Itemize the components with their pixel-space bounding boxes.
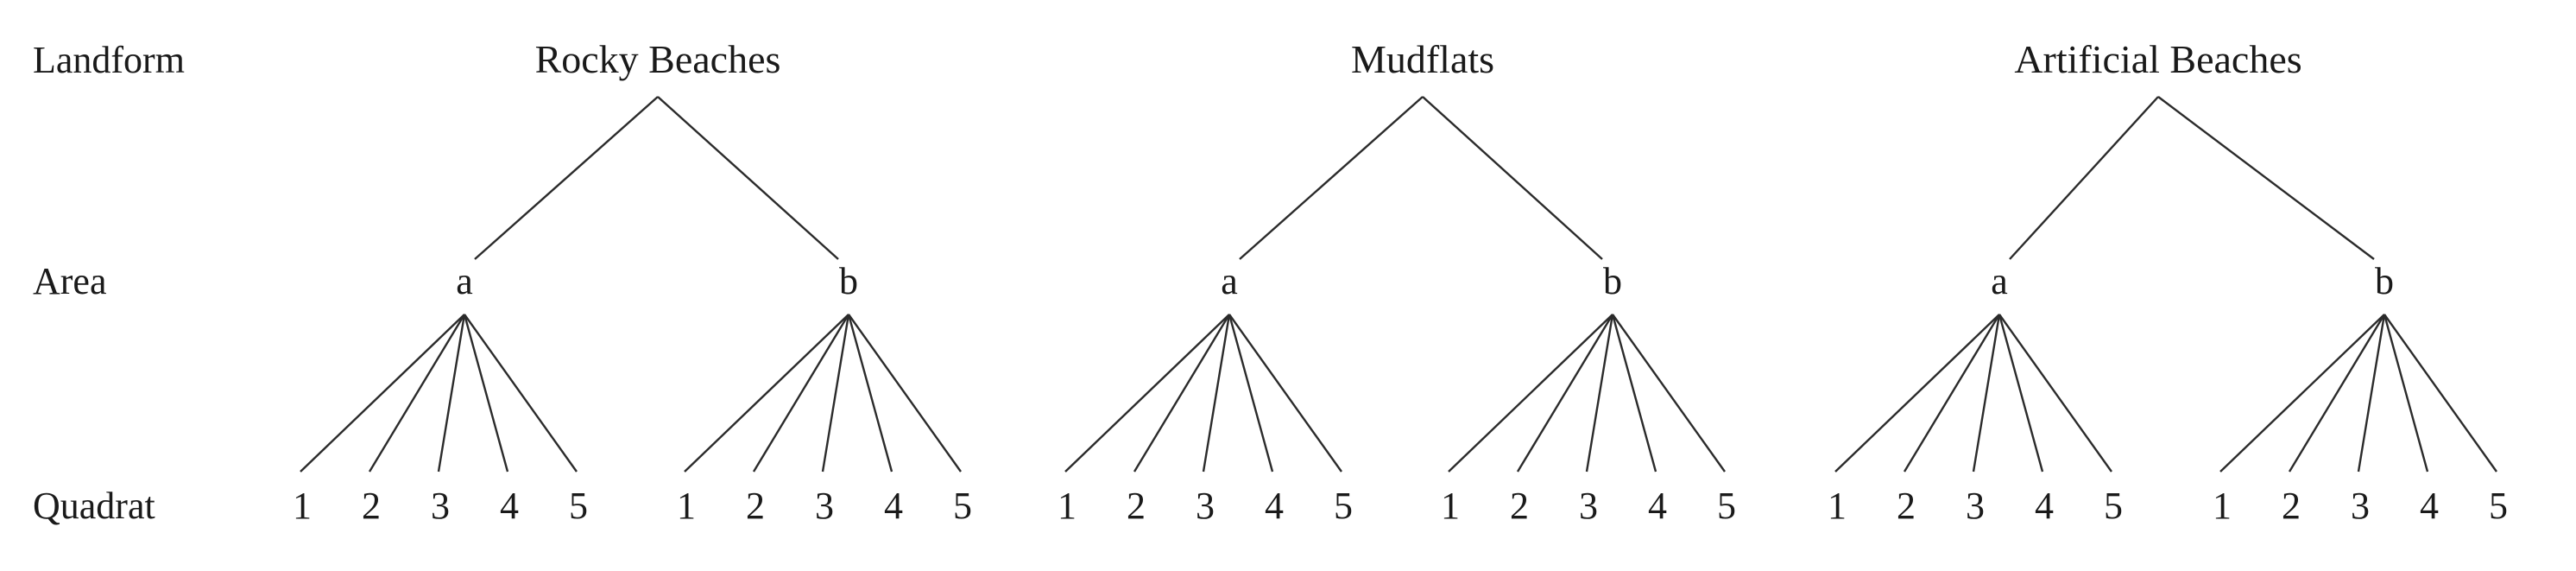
- landform-area-edge: [2157, 96, 2375, 260]
- quadrat-label: 1: [1441, 485, 1460, 527]
- quadrat-label: 5: [569, 485, 588, 527]
- area-quadrat-edge: [1903, 314, 2001, 473]
- landform-tree: Artificial Beaches a 1 2 3 4 5 b 1 2 3 4 5: [1828, 37, 2508, 527]
- area-quadrat-edge: [1133, 314, 1231, 473]
- area-quadrat-edge: [2383, 314, 2429, 473]
- quadrat-label: 5: [1717, 485, 1736, 527]
- area-quadrat-edge: [437, 314, 466, 473]
- row-label-quadrat: Quadrat: [33, 485, 155, 527]
- quadrat-label: 2: [746, 485, 765, 527]
- area-quadrat-edge: [1834, 314, 2000, 473]
- quadrat-label: 1: [677, 485, 696, 527]
- quadrat-label: 4: [1265, 485, 1284, 527]
- area-quadrat-edge: [821, 314, 850, 473]
- quadrat-label: 4: [500, 485, 519, 527]
- quadrat-label: 3: [1579, 485, 1598, 527]
- area-quadrat-edge: [1516, 314, 1614, 473]
- area-quadrat-edge: [1585, 314, 1614, 473]
- area-quadrat-edge: [1228, 314, 1274, 473]
- landform-area-edge: [2009, 96, 2159, 260]
- area-quadrat-edge: [2219, 314, 2385, 473]
- area-label: b: [1603, 260, 1622, 302]
- area-quadrat-edge: [1448, 314, 1613, 473]
- quadrat-label: 4: [2035, 485, 2054, 527]
- quadrat-label: 3: [1966, 485, 1985, 527]
- area-label: a: [456, 260, 473, 302]
- quadrat-label: 1: [293, 485, 312, 527]
- row-label-area: Area: [33, 260, 107, 302]
- quadrat-label: 5: [2489, 485, 2508, 527]
- quadrat-label: 2: [362, 485, 381, 527]
- quadrat-label: 3: [1196, 485, 1215, 527]
- quadrat-label: 3: [431, 485, 450, 527]
- area-quadrat-edge: [300, 314, 465, 473]
- area-quadrat-edge: [368, 314, 466, 473]
- area-quadrat-edge: [2288, 314, 2386, 473]
- area-quadrat-edge: [463, 314, 509, 473]
- area-quadrat-edge: [1611, 314, 1657, 473]
- area-quadrat-edge: [848, 314, 962, 473]
- landform-label: Mudflats: [1351, 37, 1494, 81]
- quadrat-label: 4: [1648, 485, 1667, 527]
- area-quadrat-edge: [1998, 314, 2112, 473]
- quadrat-label: 5: [953, 485, 972, 527]
- area-quadrat-edge: [1998, 314, 2044, 473]
- landform-tree: Mudflats a 1 2 3 4 5 b 1 2 3 4 5: [1058, 37, 1736, 527]
- area-label: b: [2375, 260, 2394, 302]
- landform-area-edge: [1239, 96, 1424, 260]
- landform-area-edge: [657, 96, 839, 260]
- quadrat-label: 1: [1828, 485, 1847, 527]
- area-quadrat-edge: [2383, 314, 2497, 473]
- quadrat-label: 2: [1127, 485, 1146, 527]
- area-quadrat-edge: [464, 314, 578, 473]
- quadrat-label: 5: [1334, 485, 1353, 527]
- quadrat-label: 1: [1058, 485, 1076, 527]
- quadrat-label: 3: [815, 485, 834, 527]
- quadrat-label: 2: [1510, 485, 1529, 527]
- quadrat-label: 4: [2420, 485, 2439, 527]
- area-quadrat-edge: [1228, 314, 1342, 473]
- landform-trees: Rocky Beaches a 1 2 3 4 5 b 1 2 3 4 5 Mudflats a 1 2 3 4 5 b…: [293, 37, 2508, 527]
- area-label: a: [1221, 260, 1238, 302]
- area-quadrat-edge: [1972, 314, 2001, 473]
- area-quadrat-edge: [847, 314, 893, 473]
- area-quadrat-edge: [2357, 314, 2386, 473]
- row-label-landform: Landform: [33, 39, 185, 81]
- quadrat-label: 3: [2351, 485, 2370, 527]
- area-quadrat-edge: [1202, 314, 1231, 473]
- area-quadrat-edge: [752, 314, 850, 473]
- quadrat-label: 4: [884, 485, 903, 527]
- landform-area-edge: [1422, 96, 1603, 260]
- area-quadrat-edge: [1612, 314, 1726, 473]
- quadrat-label: 1: [2213, 485, 2232, 527]
- area-quadrat-edge: [684, 314, 849, 473]
- landform-label: Artificial Beaches: [2014, 37, 2301, 81]
- quadrat-label: 2: [1897, 485, 1916, 527]
- area-quadrat-edge: [1064, 314, 1230, 473]
- area-label: a: [1991, 260, 2008, 302]
- quadrat-label: 5: [2104, 485, 2123, 527]
- landform-area-edge: [474, 96, 659, 260]
- landform-label: Rocky Beaches: [535, 37, 781, 81]
- landform-tree: Rocky Beaches a 1 2 3 4 5 b 1 2 3 4 5: [293, 37, 972, 527]
- area-label: b: [839, 260, 858, 302]
- quadrat-label: 2: [2282, 485, 2301, 527]
